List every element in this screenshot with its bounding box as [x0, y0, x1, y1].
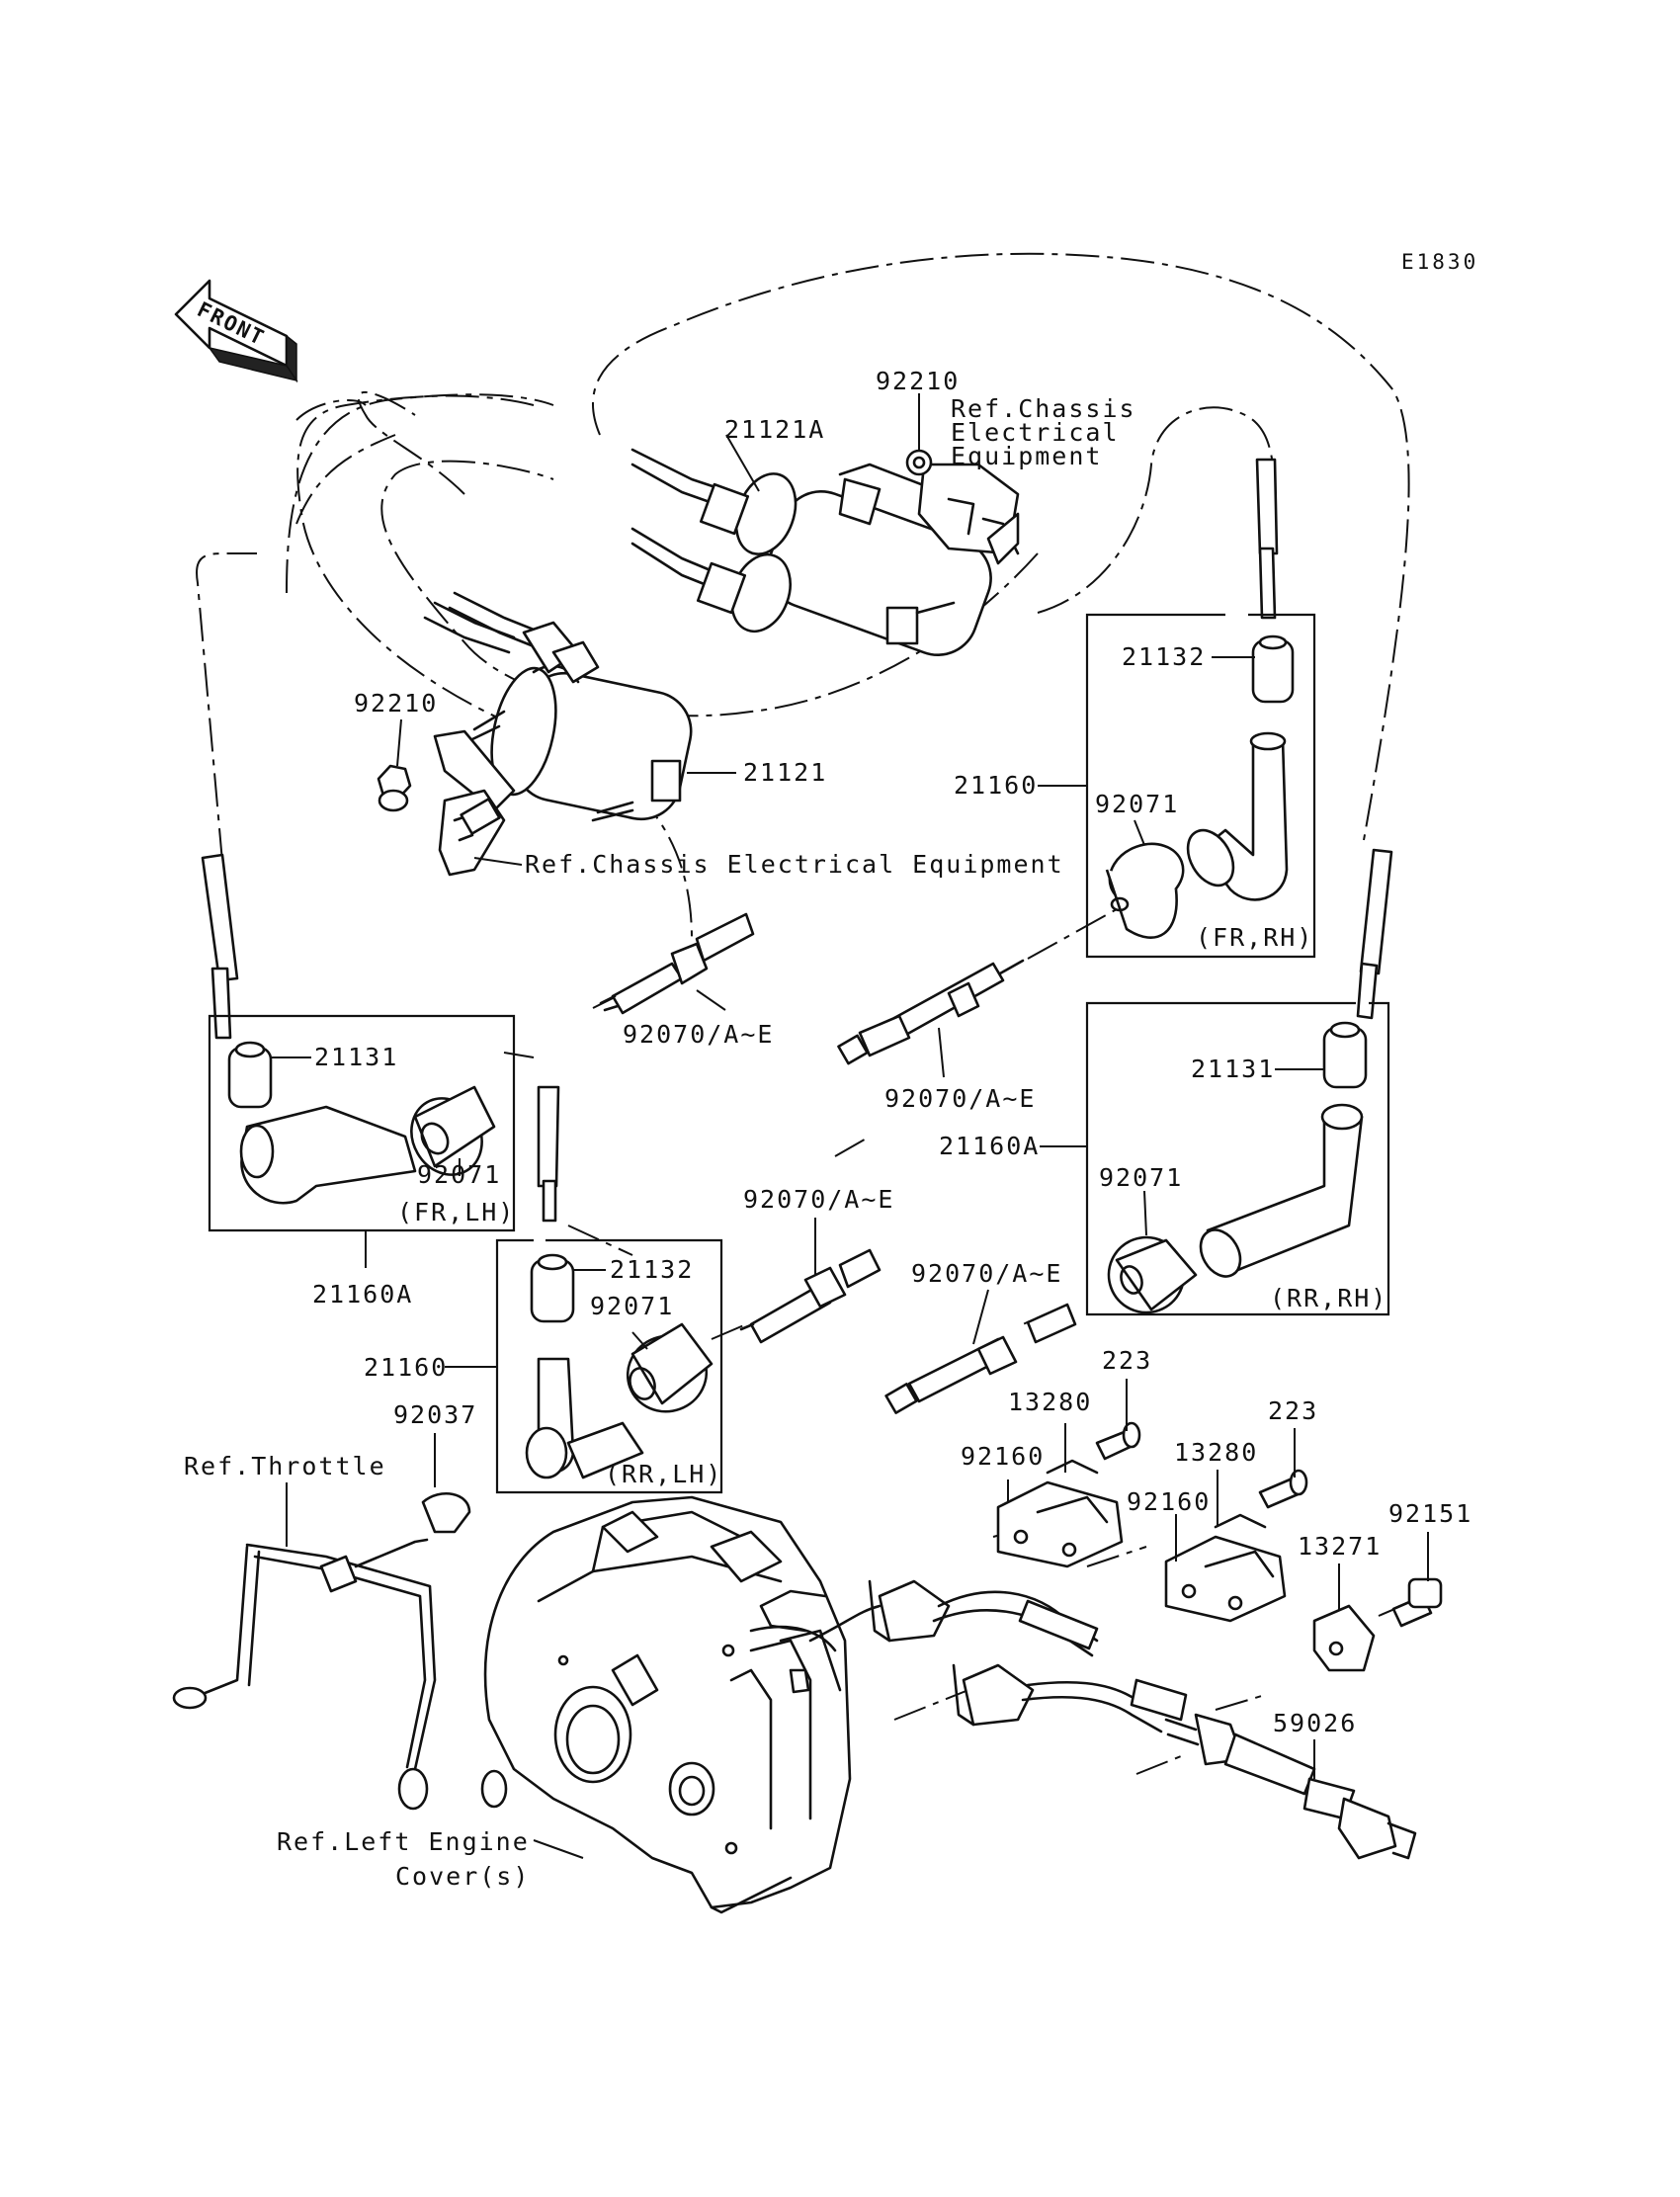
leader-lines [272, 393, 1429, 1859]
label-ref-chassis-top-2: Electrical [951, 418, 1120, 447]
label-92070-b: 92070/A~E [884, 1084, 1036, 1113]
label-21132-left: 21132 [610, 1255, 694, 1284]
label-223-a: 223 [1102, 1346, 1152, 1375]
label-223-b: 223 [1268, 1396, 1318, 1425]
bracket-92160-a [996, 1459, 1124, 1568]
throttle-cable-clamp [172, 1492, 471, 1811]
label-92071-rr: 92071 [1099, 1163, 1183, 1192]
label-13280-b: 13280 [1174, 1438, 1258, 1467]
ignition-coil-21121 [423, 591, 693, 822]
spark-plug-top-left [599, 912, 755, 1015]
label-21121A: 21121A [724, 415, 825, 444]
label-21121: 21121 [743, 758, 827, 787]
label-13280-a: 13280 [1008, 1388, 1092, 1416]
label-ref-chassis-top-1: Ref.Chassis [951, 394, 1136, 423]
group-box-rr-lh [495, 1238, 723, 1494]
label-92160-b: 92160 [1127, 1487, 1211, 1516]
label-ref-left-engine-1: Ref.Left Engine [277, 1827, 530, 1856]
ignition-coil-21121A [630, 448, 1020, 657]
label-21160A-left: 21160A [312, 1280, 413, 1309]
figure-code: E1830 [1401, 250, 1478, 274]
routing-chain-lines [196, 252, 1414, 1775]
bolt-92210-top [905, 449, 933, 476]
spark-plug-lower-right [884, 1303, 1077, 1414]
group-box-fr-rh [1085, 613, 1316, 959]
label-92151: 92151 [1388, 1499, 1472, 1528]
label-92070-a: 92070/A~E [623, 1020, 774, 1049]
label-92071-right: 92071 [1095, 790, 1179, 818]
label-rr-rh: (RR,RH) [1270, 1284, 1387, 1312]
label-ref-throttle: Ref.Throttle [184, 1452, 386, 1480]
label-fr-lh: (FR,LH) [397, 1198, 515, 1226]
label-59026: 59026 [1273, 1709, 1357, 1737]
label-92071-left: 92071 [417, 1160, 501, 1189]
ht-lead-left [201, 853, 239, 1040]
label-fr-rh: (FR,RH) [1196, 923, 1313, 952]
label-21160-right: 21160 [954, 771, 1038, 800]
ht-lead-right-bottom [1356, 848, 1393, 1020]
spark-plug-top-right [837, 959, 1025, 1065]
part-labels: 92210 21121A Ref.Chassis Electrical Equi… [184, 367, 1472, 1891]
label-13271: 13271 [1298, 1532, 1382, 1561]
label-21132-right: 21132 [1122, 642, 1206, 671]
screw-223-a [1095, 1421, 1141, 1461]
label-21160A-right: 21160A [939, 1132, 1040, 1160]
label-92210-left: 92210 [354, 689, 438, 718]
label-ref-chassis-top-3: Equipment [951, 442, 1102, 470]
bolt-92210-left [377, 764, 412, 812]
label-92070-c: 92070/A~E [743, 1185, 894, 1214]
label-ref-left-engine-2: Cover(s) [395, 1862, 530, 1891]
group-box-rr-rh [1085, 1001, 1390, 1316]
label-92160-a: 92160 [961, 1442, 1045, 1471]
label-21131-left: 21131 [314, 1043, 398, 1071]
clamp-13271 [1312, 1604, 1376, 1672]
label-21131-right: 21131 [1191, 1055, 1275, 1083]
bolt-92151 [1391, 1577, 1443, 1628]
ht-lead-right-top [1255, 458, 1279, 620]
label-rr-lh: (RR,LH) [605, 1460, 722, 1488]
label-92071-lr: 92071 [590, 1292, 674, 1320]
label-92210-top: 92210 [876, 367, 960, 395]
bracket-92160-b [1164, 1513, 1287, 1623]
group-box-fr-lh [208, 1014, 516, 1232]
label-ref-chassis-mid: Ref.Chassis Electrical Equipment [525, 850, 1064, 879]
engine-left-cover [480, 1495, 882, 1914]
front-arrow-icon: FRONT [174, 279, 298, 383]
label-92037: 92037 [393, 1400, 477, 1429]
label-92070-d: 92070/A~E [911, 1259, 1062, 1288]
spark-plug-center [739, 1248, 882, 1344]
ht-lead-center [537, 1085, 560, 1223]
screw-223-b [1258, 1469, 1308, 1509]
pickup-coil-harness-59026 [868, 1579, 1417, 1860]
label-21160-left: 21160 [364, 1353, 448, 1382]
coil-bracket-left [433, 729, 516, 877]
